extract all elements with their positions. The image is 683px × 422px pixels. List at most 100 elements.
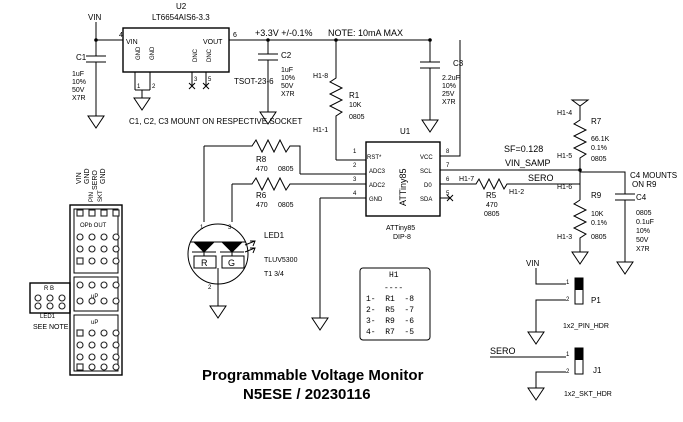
capacitor-c3: C3 2.2uF 10% 25V X7R [420, 40, 464, 133]
svg-text:C4 MOUNTS: C4 MOUNTS [630, 171, 677, 180]
svg-text:H1-8: H1-8 [313, 73, 328, 80]
capacitor-c1: C1 1uF 10% 50V X7R [72, 40, 106, 129]
svg-text:DIP-8: DIP-8 [393, 234, 411, 241]
svg-text:R1: R1 [349, 91, 360, 100]
svg-text:U1: U1 [400, 127, 411, 136]
svg-text:2- R5 -7: 2- R5 -7 [366, 306, 414, 315]
svg-text:10%: 10% [636, 228, 650, 235]
svg-text:3: 3 [353, 177, 357, 183]
svg-text:ADC2: ADC2 [369, 183, 386, 189]
svg-text:2: 2 [566, 369, 570, 375]
svg-text:C4: C4 [636, 193, 647, 202]
board-pad [76, 245, 84, 253]
svg-text:R8: R8 [256, 155, 267, 164]
svg-text:470: 470 [256, 166, 268, 173]
board-pad [112, 329, 120, 337]
svg-text:2: 2 [566, 297, 570, 303]
regulator-u2: U2 LT6654AIS6-3.3 VIN VOUT GND GND DNC D… [122, 2, 274, 111]
svg-text:470: 470 [256, 202, 268, 209]
svg-text:T1 3/4: T1 3/4 [264, 271, 284, 278]
svg-text:6: 6 [233, 32, 237, 39]
resistor-r5: H1-7 H1-2 R5 470 0805 [459, 176, 580, 218]
svg-text:X7R: X7R [281, 91, 295, 98]
svg-text:0805: 0805 [278, 166, 294, 173]
svg-text:10%: 10% [281, 75, 295, 82]
board-pad [76, 209, 84, 217]
board-pad [76, 257, 84, 265]
board-pad [88, 363, 96, 371]
board-pad [112, 209, 120, 217]
svg-text:3: 3 [194, 77, 198, 83]
svg-text:25V: 25V [442, 91, 455, 98]
ground-symbol-icon [209, 305, 227, 319]
svg-text:SEE NOTE: SEE NOTE [33, 324, 69, 331]
svg-text:R5: R5 [486, 191, 497, 200]
svg-text:VOUT: VOUT [203, 39, 223, 46]
svg-text:ADC3: ADC3 [369, 169, 386, 175]
board-pad [58, 294, 66, 302]
svg-text:1- R1 -8: 1- R1 -8 [366, 295, 414, 304]
board-pad [88, 209, 96, 217]
board-pad [88, 245, 96, 253]
board-pad [112, 341, 120, 349]
resistor-r6: R6 470 0805 [231, 176, 300, 222]
svg-text:GND: GND [84, 168, 91, 184]
svg-text:DNC: DNC [193, 48, 199, 62]
svg-text:R B: R B [44, 286, 54, 292]
svg-text:TSOT-23-6: TSOT-23-6 [234, 77, 274, 86]
svg-text:VIN: VIN [526, 259, 540, 268]
board-pad [88, 257, 96, 265]
ground-symbol-icon [527, 331, 545, 345]
board-pad [112, 257, 120, 265]
svg-text:LED1: LED1 [264, 231, 285, 240]
svg-text:10K: 10K [349, 102, 362, 109]
svg-text:0.1uF: 0.1uF [636, 219, 654, 226]
board-pad [88, 281, 96, 289]
light-emission-icon [244, 240, 256, 254]
svg-text:GND: GND [150, 46, 156, 60]
svg-text:5: 5 [446, 191, 450, 197]
board-pad [34, 302, 42, 310]
svg-text:J1: J1 [593, 366, 602, 375]
board-pad [76, 281, 84, 289]
svg-text:H1-4: H1-4 [557, 110, 572, 117]
svg-text:C1: C1 [76, 53, 87, 62]
svg-text:2: 2 [208, 285, 212, 291]
led-led1: 1 3 R G 2 LED1 TLUV5300 T1 3/4 [187, 223, 298, 319]
svg-text:SCL: SCL [420, 169, 432, 175]
vin-label: VIN [88, 13, 102, 22]
board-pad [58, 302, 66, 310]
svg-text:50V: 50V [281, 83, 294, 90]
svg-text:P1: P1 [591, 296, 601, 305]
svg-text:1x2_SKT_HDR: 1x2_SKT_HDR [564, 391, 612, 398]
svg-text:5: 5 [208, 77, 212, 83]
svg-text:SERO: SERO [92, 170, 99, 190]
diode-red-icon [194, 242, 214, 252]
svg-text:4- R7 -5: 4- R7 -5 [366, 328, 414, 337]
svg-text:uP: uP [91, 294, 98, 300]
ground-symbol-icon [616, 261, 634, 275]
rail-label: +3.3V +/-0.1% [255, 28, 313, 38]
svg-text:50V: 50V [636, 237, 649, 244]
svg-text:H1-2: H1-2 [509, 189, 524, 196]
svg-text:D0: D0 [424, 183, 432, 189]
svg-text:LED1: LED1 [40, 314, 56, 320]
svg-text:GND: GND [369, 197, 383, 203]
svg-text:0805: 0805 [278, 202, 294, 209]
svg-text:GND: GND [136, 46, 142, 60]
board-pad [76, 233, 84, 241]
board-pad [88, 341, 96, 349]
power-section: VIN 4 C1 1uF 10% 50V X7R U2 LT6654AIS6-3… [72, 2, 464, 133]
svg-text:50V: 50V [72, 87, 85, 94]
svg-text:VCC: VCC [420, 155, 433, 161]
svg-text:8: 8 [446, 149, 450, 155]
board-pad [100, 363, 108, 371]
svg-text:ATTiny85: ATTiny85 [386, 225, 415, 232]
svg-text:2: 2 [152, 84, 156, 90]
board-pad [100, 329, 108, 337]
svg-text:10K: 10K [591, 211, 604, 218]
note-label: NOTE: 10mA MAX [328, 28, 403, 38]
svg-text:----: ---- [384, 284, 403, 293]
ground-symbol-icon [87, 115, 105, 129]
microcontroller-u1: U1 RST* ADC3 ADC2 GND VCC SCL D0 SDA ATT… [353, 127, 450, 241]
